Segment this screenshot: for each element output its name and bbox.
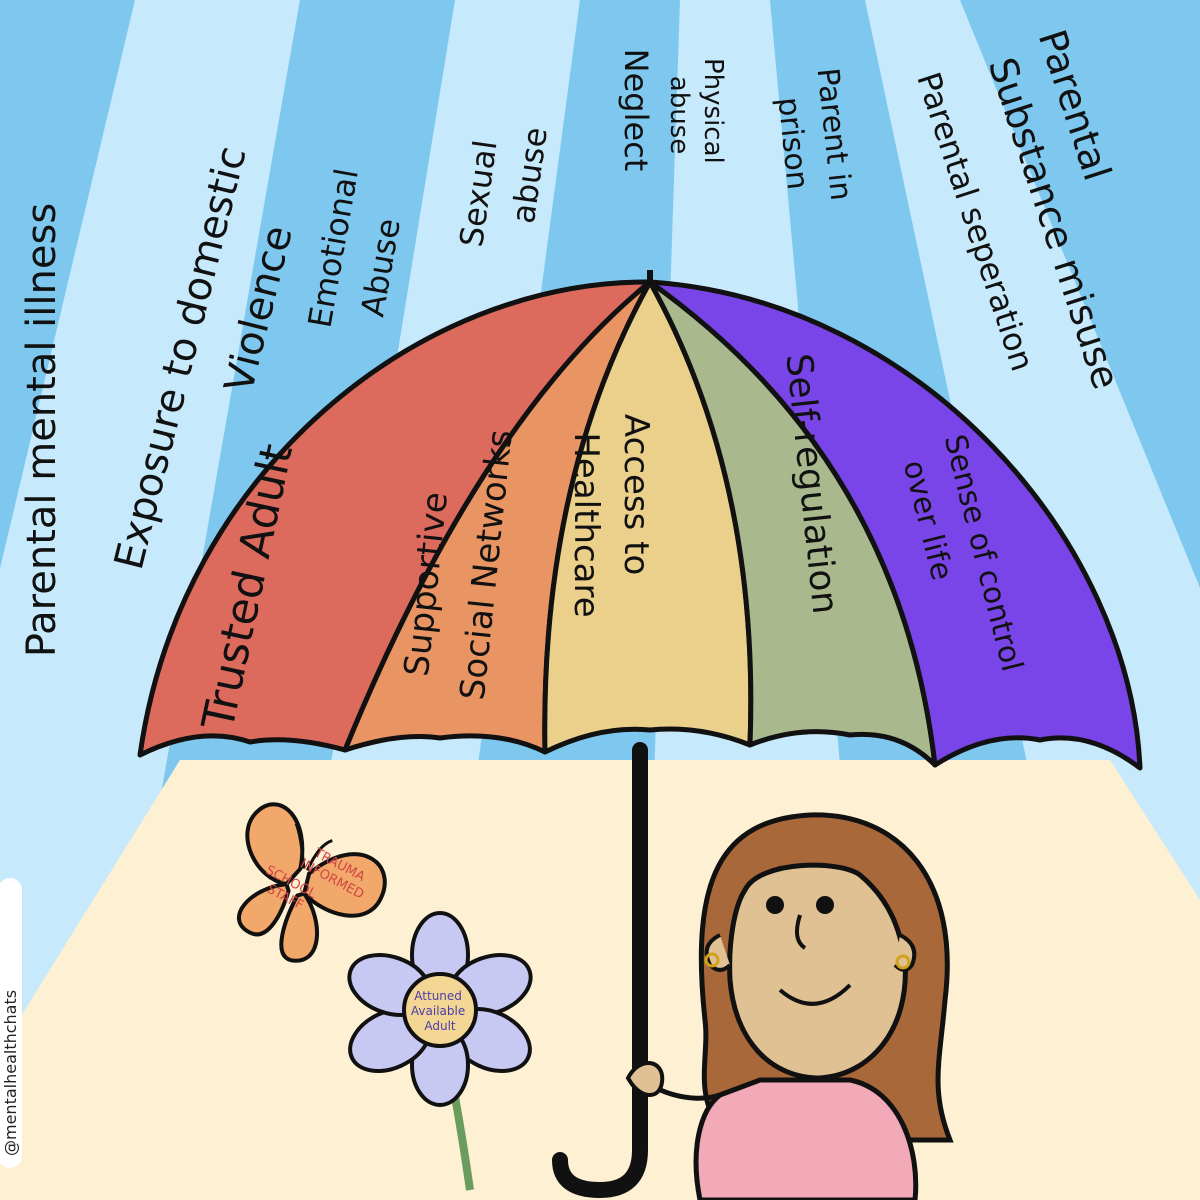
butterfly-antennae bbox=[294, 822, 333, 871]
protective-label-access-to-healthcare: Access to Healthcare bbox=[566, 414, 656, 618]
girl-face bbox=[727, 862, 908, 1081]
sky-ray bbox=[0, 0, 300, 1200]
umbrella: Trusted Adult Supportive Social Networks… bbox=[137, 270, 1143, 1199]
sky-ray bbox=[960, 0, 1200, 588]
girl-earring-right bbox=[895, 954, 911, 970]
flower-center bbox=[402, 972, 478, 1048]
girl-hand bbox=[625, 1060, 665, 1097]
shelter-area bbox=[0, 760, 1200, 1200]
girl-earring-left bbox=[704, 952, 720, 968]
butterfly-wing-lower-right bbox=[279, 891, 320, 963]
risk-label-neglect: Neglect bbox=[617, 49, 655, 172]
risk-label-sexual-abuse: Sexual abuse bbox=[452, 118, 555, 256]
butterfly-wing-upper-right bbox=[301, 852, 387, 918]
girl-eye-right bbox=[816, 896, 834, 914]
canopy-panel-sense-of-control bbox=[647, 279, 1143, 771]
flower: Attuned Available Adult bbox=[347, 911, 533, 1191]
girl-nose bbox=[794, 914, 807, 950]
credit: @mentalhealthchats bbox=[0, 878, 22, 1168]
girl bbox=[625, 812, 954, 1200]
credit-text: @mentalhealthchats bbox=[1, 990, 20, 1156]
credit-background bbox=[0, 878, 22, 1168]
girl-eye-left bbox=[766, 896, 784, 914]
umbrella-shaft bbox=[552, 742, 648, 1199]
girl-shirt bbox=[693, 1077, 919, 1200]
butterfly: TRAUMA INFORMED SCHOOL STAFF bbox=[236, 802, 387, 963]
butterfly-wing-lower-left bbox=[236, 881, 291, 937]
girl-mouth bbox=[778, 983, 852, 1006]
flower-label: Attuned Available Adult bbox=[411, 989, 469, 1033]
risk-label-physical-abuse: Physical abuse bbox=[664, 58, 728, 172]
risk-label-parental-mental-illness: Parental mental illness bbox=[19, 203, 65, 657]
